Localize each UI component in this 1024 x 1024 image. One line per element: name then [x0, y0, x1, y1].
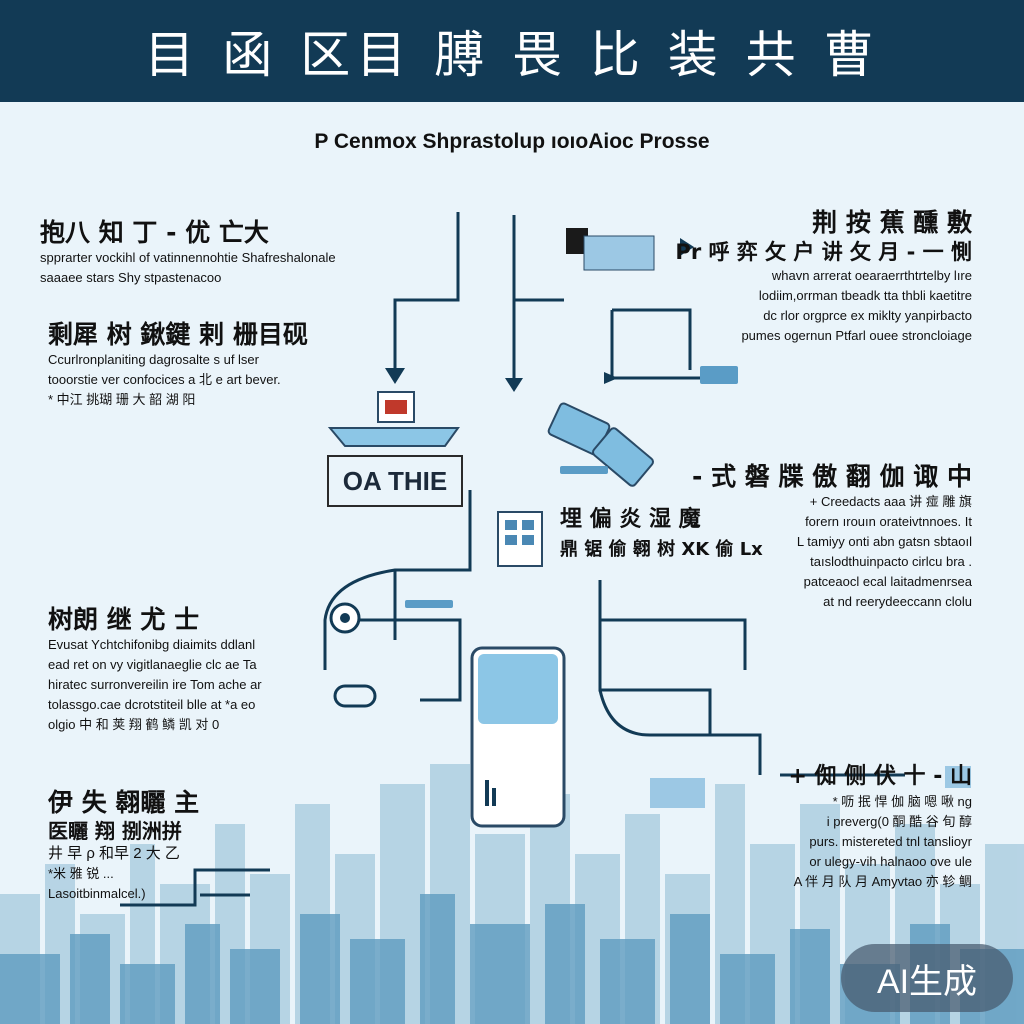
section-line: A 伴 月 队 月 Amyvtao 亦 轸 鲷 [793, 874, 972, 889]
section-line: taıslodthuinpacto cirlcu bra . [810, 554, 972, 569]
database-icon [470, 646, 566, 828]
right-section-3: + 倁 侧 伏 十 - 山 * 呖 抿 悍 伽 脑 嗯 啾 ng i preve… [788, 762, 972, 892]
accent-bar [405, 600, 453, 608]
section-line: 医矖 翔 捌洲拼 [48, 819, 182, 843]
right-section-2: - 式 磐 牒 傲 翻 伽 诹 中 + Creedacts aaa 讲 痖 雕 … [692, 462, 972, 612]
section-line: * 中江 挑瑚 珊 大 韶 湖 阳 [48, 392, 196, 407]
center-box-label: OA THIE [327, 455, 463, 507]
center-caption-line: 鼎 锯 偷 翱 树 ⅩK 偷 Lx [560, 539, 763, 560]
section-line: + Creedacts aaa 讲 痖 雕 旗 [809, 494, 972, 509]
section-title: - 式 磐 牒 傲 翻 伽 诹 中 [691, 462, 972, 491]
gear-icon [329, 602, 361, 634]
monitor-icon [650, 766, 971, 808]
section-line: i preverg(0 酮 酷 谷 旬 醇 [826, 814, 972, 829]
accent-bar [700, 366, 738, 384]
section-line: or ulegy-vih halnaoo ove ule [809, 854, 972, 869]
section-line: forern ırouın orateivtnnoes. It [805, 514, 972, 529]
section-title: 伊 失 翱矖 主 [48, 788, 200, 817]
section-title: 抱八 知 丁 - 优 亡大 [40, 218, 269, 247]
card-reader-icon [566, 228, 655, 271]
section-line: Pr 呼 弈 攵 户 讲 攵 月 - 一 惻 [675, 240, 972, 264]
section-line: * 呖 抿 悍 伽 脑 嗯 啾 ng [832, 794, 972, 809]
section-line: Ccurlronplaniting dagrosalte s uf lser [48, 352, 259, 367]
section-line: Lasoitbinmalcel.) [48, 886, 146, 901]
header-banner: 目 函 区目 膊 畏 比 装 共 曹 [0, 0, 1024, 102]
section-line: hiratec surronvereilin ire Tom ache ar [48, 677, 262, 692]
link-icon [333, 684, 377, 708]
section-title: 剩犀 树 鍬鍵 剌 栅目砚 [48, 320, 308, 349]
city-skyline [0, 764, 1024, 1024]
section-line: tooorstie ver confocices a 北 e art bever… [48, 372, 281, 387]
section-line: at nd reerydeeccann clolu [823, 594, 972, 609]
section-line: saaaee stars Shy stpastenacoo [40, 270, 222, 285]
section-title: 荆 按 蕉 醺 敷 [812, 208, 972, 237]
section-title: 树朗 继 尤 士 [48, 605, 200, 634]
left-section-3: 树朗 继 尤 士 Evusat Ychtchifonibg diaimits d… [48, 605, 262, 735]
section-line: patceaocl ecal laitadmenrsea [803, 574, 972, 589]
section-line: olgio 中 和 荚 翔 鹤 鳞 凯 对 0 [48, 717, 220, 732]
page-title: 目 函 区目 膊 畏 比 装 共 曹 [144, 26, 880, 84]
section-line: tolassgo.cae dcrotstiteil blle at *a eo [48, 697, 256, 712]
section-line: lodiim,orrman tbeadk tta thbli kaetitre [758, 288, 972, 303]
ai-generated-badge: AI生成 [841, 944, 1013, 1012]
section-title: + 倁 侧 伏 十 - 山 [788, 764, 972, 789]
left-section-4: 伊 失 翱矖 主 医矖 翔 捌洲拼 井 早 ρ 和早 2 大 乙 *米 雅 锐 … [48, 788, 199, 904]
section-line: Evusat Ychtchifonibg diaimits ddlanl [48, 637, 256, 652]
center-caption: 埋 偏 炎 湿 魔 鼎 锯 偷 翱 树 ⅩK 偷 Lx [560, 505, 763, 565]
accent-bar [560, 466, 608, 474]
left-section-1: 抱八 知 丁 - 优 亡大 spprarter vockihl of vatin… [40, 218, 336, 288]
section-line: pumes ogernun Ptfarl ouee stroncloiage [741, 328, 972, 343]
section-line: L tamiyy onti abn gatsn sbtaoıl [796, 534, 972, 549]
section-line: whavn arrerat oearaerrthtrtelby lıre [771, 268, 972, 283]
center-caption-title: 埋 偏 炎 湿 魔 [560, 507, 701, 532]
section-line: 井 早 ρ 和早 2 大 乙 [48, 845, 180, 862]
right-section-1: 荆 按 蕉 醺 敷 Pr 呼 弈 攵 户 讲 攵 月 - 一 惻 whavn a… [675, 208, 972, 346]
server-icon [497, 511, 543, 567]
section-line: dc rlor orgprce ex miklty yanpirbacto [763, 308, 972, 323]
cards-icon [547, 402, 654, 487]
tray-icon [327, 391, 460, 447]
page-subtitle: P Cenmox Shprastolup ıoıoAioc Prosse [314, 130, 710, 153]
section-line: ead ret on vy vigitlanaeglie clc ae Ta [48, 657, 257, 672]
section-line: spprarter vockihl of vatinnennohtie Shaf… [40, 250, 336, 265]
section-line: purs. mistereted tnl tanslioyr [809, 834, 972, 849]
section-line: *米 雅 锐 ... [48, 866, 114, 881]
left-section-2: 剩犀 树 鍬鍵 剌 栅目砚 Ccurlronplaniting dagrosal… [48, 320, 308, 410]
